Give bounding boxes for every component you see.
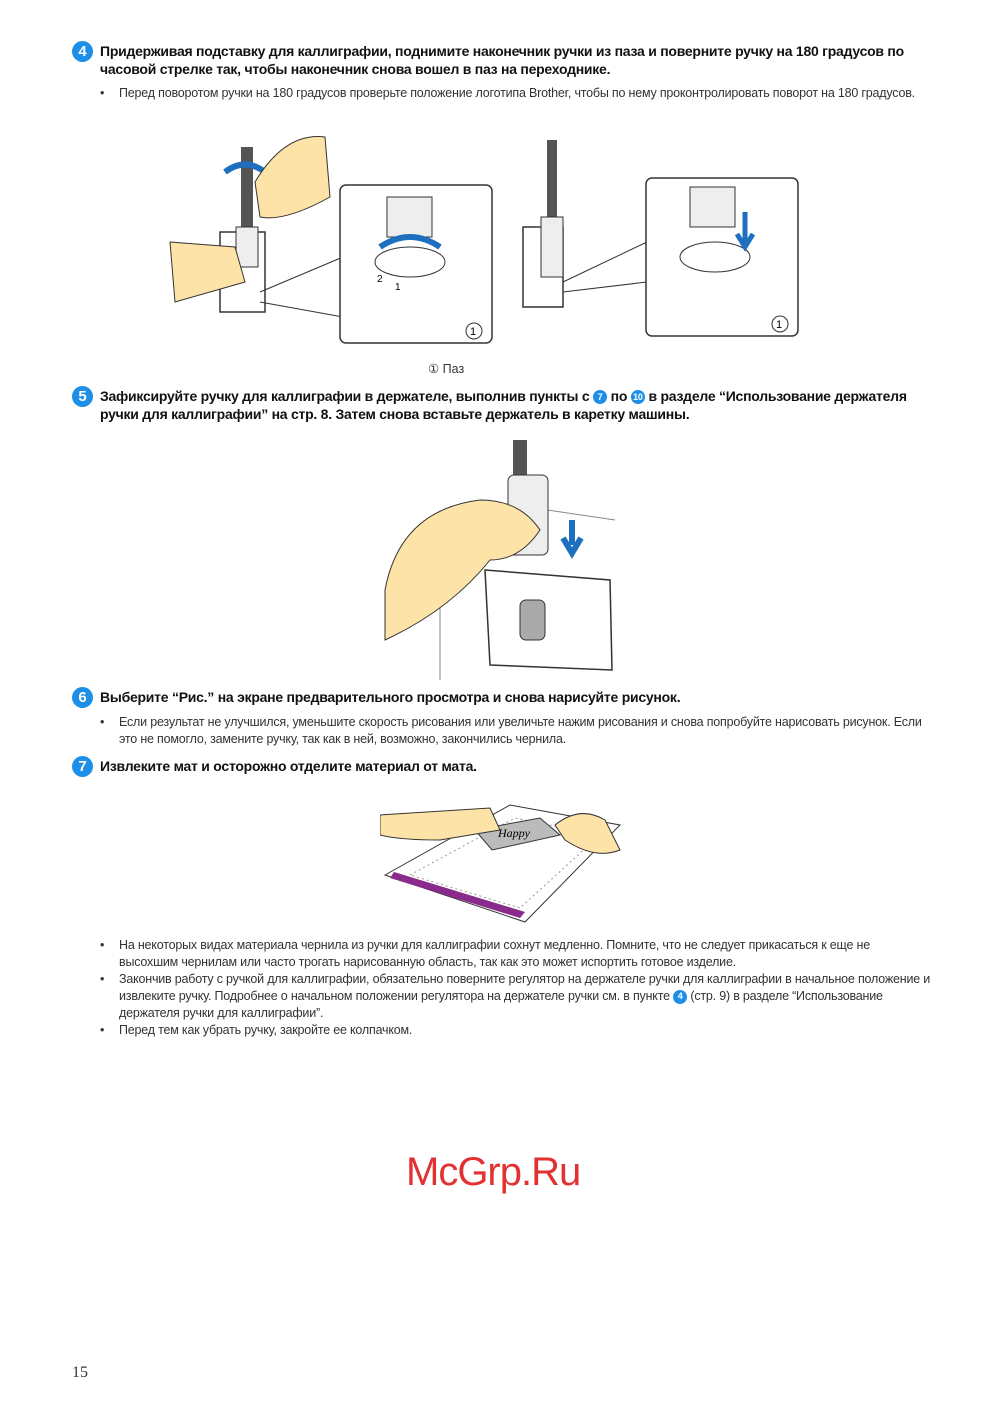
pen-rotation-illustration: 2 1 1 1 xyxy=(169,136,799,344)
step-heading: Выберите “Рис.” на экране предварительно… xyxy=(100,689,681,705)
watermark: McGrp.Ru xyxy=(406,1150,581,1194)
callout-number: 1 xyxy=(776,319,782,331)
dial-label: 2 xyxy=(377,274,383,285)
step-ref-badge: 10 xyxy=(630,390,645,404)
step-7: 7 Извлеките мат и осторожно отделите мат… xyxy=(72,756,932,777)
bullet-note: На некоторых видах материала чернила из … xyxy=(72,937,932,971)
page-number: 15 xyxy=(72,1364,88,1381)
notes-list: На некоторых видах материала чернила из … xyxy=(72,937,932,1039)
bullet-note: Если результат не улучшился, уменьшите с… xyxy=(72,714,932,748)
step-ref-badge: 4 xyxy=(673,989,688,1004)
step-5: 5 Зафиксируйте ручку для каллиграфии в д… xyxy=(72,386,932,423)
step-number-badge: 5 xyxy=(72,386,93,407)
step-number-badge: 7 xyxy=(72,756,93,777)
step-number-badge: 6 xyxy=(72,687,93,708)
step-heading: Извлеките мат и осторожно отделите матер… xyxy=(100,758,477,774)
step-6: 6 Выберите “Рис.” на экране предваритель… xyxy=(72,687,932,748)
step-ref-badge: 7 xyxy=(593,390,608,404)
bullet-note: Перед поворотом ручки на 180 градусов пр… xyxy=(72,85,932,102)
remove-material-illustration: Happy xyxy=(380,804,622,923)
step-heading: Придерживая подставку для каллиграфии, п… xyxy=(100,43,904,77)
bullet-note: Закончив работу с ручкой для каллиграфии… xyxy=(72,971,932,1022)
figure-caption: ① Паз xyxy=(428,362,465,376)
bullet-note: Перед тем как убрать ручку, закройте ее … xyxy=(72,1022,932,1039)
step-heading: Зафиксируйте ручку для каллиграфии в дер… xyxy=(100,388,907,422)
step-4: 4 Придерживая подставку для каллиграфии,… xyxy=(72,41,932,102)
callout-number: 1 xyxy=(470,326,476,338)
mat-drawing-text: Happy xyxy=(497,826,531,840)
step-number-badge: 4 xyxy=(72,41,93,62)
dial-label: 1 xyxy=(395,282,401,293)
insert-holder-illustration xyxy=(384,440,616,680)
